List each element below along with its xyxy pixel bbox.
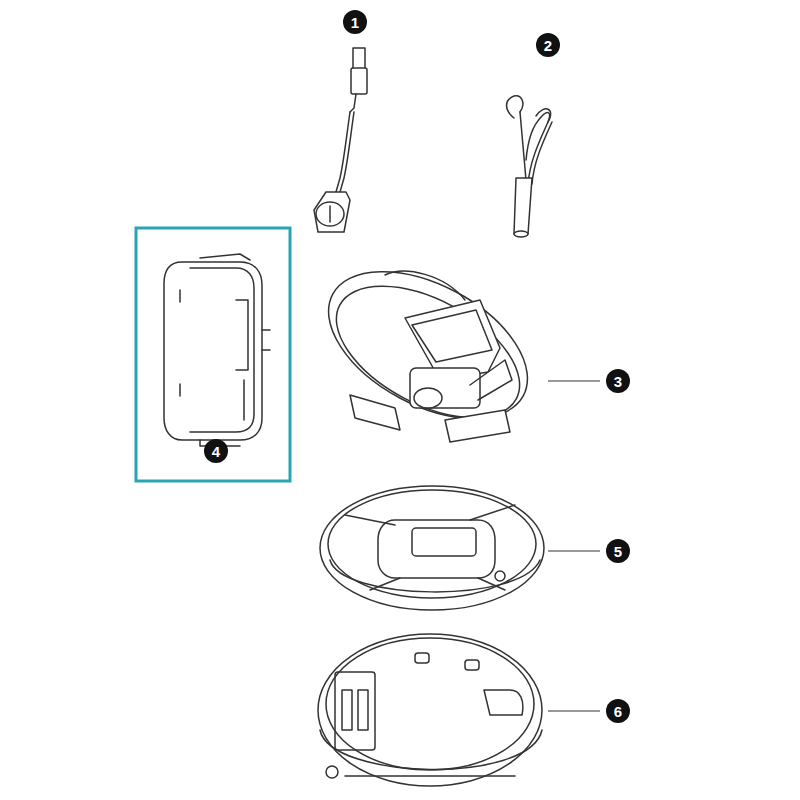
callout-number: 3 (606, 369, 630, 393)
callout-text: 1 (351, 15, 359, 30)
hook-tool (507, 96, 553, 237)
base-chassis (318, 634, 542, 786)
leader-lines (548, 381, 600, 711)
callout-text: 3 (614, 374, 622, 389)
top-cover-assembly (304, 241, 551, 448)
callout-number: 5 (606, 539, 630, 563)
callout-text: 4 (212, 444, 220, 459)
filter-tray (320, 486, 544, 610)
side-frame (164, 254, 270, 446)
callout-text: 6 (614, 704, 622, 719)
callout-number: 2 (536, 33, 560, 57)
callout-number: 6 (606, 699, 630, 723)
usb-cable (314, 48, 367, 232)
callout-number: 4 (204, 439, 228, 463)
callout-text: 2 (544, 38, 552, 53)
callout-text: 5 (614, 544, 622, 559)
callout-number: 1 (343, 10, 367, 34)
highlight-frame (136, 228, 290, 481)
